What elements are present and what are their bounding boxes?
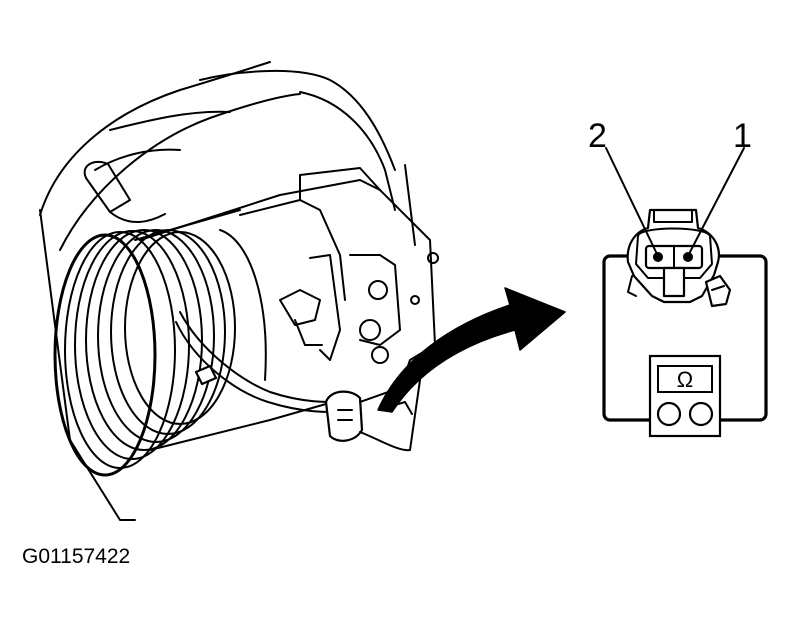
compressor-illustration [39,61,439,521]
pointer-arrow [377,287,566,413]
meter-probe-jack-left [656,401,682,427]
pin-1-leader [689,147,745,253]
pin-label-1: 1 [733,117,752,155]
pin-2-leader [605,147,657,253]
pin-1-terminal [683,252,693,262]
pin-2-terminal [653,252,663,262]
connector-detail: 2 1 Ω [588,117,768,438]
figure-id: G01157422 [22,545,131,568]
pin-label-2: 2 [588,117,607,155]
ohm-symbol: Ω [677,367,693,392]
meter-probe-jack-right [688,401,714,427]
ohmmeter: Ω [648,354,722,438]
ohmmeter-display [657,365,713,393]
